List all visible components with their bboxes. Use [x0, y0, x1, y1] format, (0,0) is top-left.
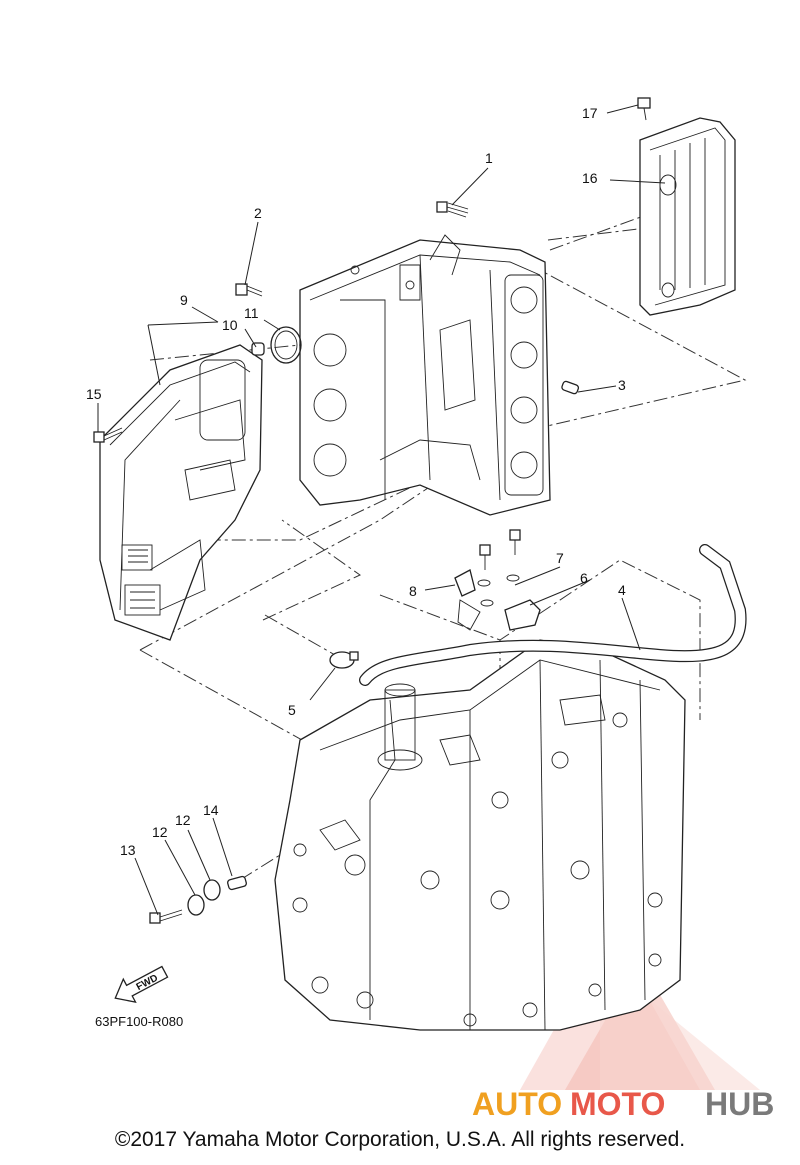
intake-silencer [99, 344, 263, 641]
collar-10 [251, 342, 265, 356]
callout-10: 10 [222, 317, 238, 333]
clip-5 [329, 651, 359, 669]
collar-14 [227, 875, 247, 891]
callout-8: 8 [409, 583, 417, 599]
dowel-3 [561, 380, 580, 395]
cylinder-head-upper [299, 234, 551, 516]
callout-6: 6 [580, 570, 588, 586]
callout-4: 4 [618, 582, 626, 598]
watermark-hub: HUB [705, 1086, 774, 1122]
watermark-text: AUTO MOTO HUB [472, 1086, 774, 1122]
copyright-notice: ©2017 Yamaha Motor Corporation, U.S.A. A… [114, 1128, 686, 1151]
holder-6 [504, 599, 541, 631]
clamp-8 [454, 569, 481, 631]
callout-16: 16 [582, 170, 598, 186]
fwd-label: FWD [135, 973, 160, 993]
fwd-arrow-icon: FWD [114, 965, 169, 1004]
callout-2: 2 [254, 205, 262, 221]
leader-lines [97, 104, 666, 916]
bolt-2 [235, 283, 263, 297]
grommet-12b [203, 879, 221, 901]
callout-12b: 12 [175, 812, 191, 828]
drawing-code: 63PF100-R080 [95, 1014, 183, 1029]
hose-4 [359, 544, 747, 686]
callout-14: 14 [203, 802, 219, 818]
callout-5: 5 [288, 702, 296, 718]
callouts: 1 2 3 4 5 6 7 8 9 10 11 12 12 13 14 15 1… [86, 105, 626, 858]
callout-12a: 12 [152, 824, 168, 840]
oring-11 [270, 326, 302, 364]
callout-13: 13 [120, 842, 136, 858]
cover-16 [639, 117, 736, 316]
watermark-auto: AUTO [472, 1086, 562, 1122]
callout-9: 9 [180, 292, 188, 308]
bolt-13 [149, 909, 183, 924]
bolt-17 [637, 97, 651, 121]
grommet-12a [187, 894, 205, 916]
callout-15: 15 [86, 386, 102, 402]
callout-3: 3 [618, 377, 626, 393]
watermark-moto: MOTO [570, 1086, 665, 1122]
callout-7: 7 [556, 550, 564, 566]
callout-17: 17 [582, 105, 598, 121]
bolt-15 [93, 427, 123, 443]
callout-11: 11 [244, 305, 259, 321]
callout-1: 1 [485, 150, 493, 166]
cylinder-block-lower [274, 639, 686, 1031]
bolts-7 [477, 529, 521, 607]
bolt-1 [436, 201, 469, 218]
